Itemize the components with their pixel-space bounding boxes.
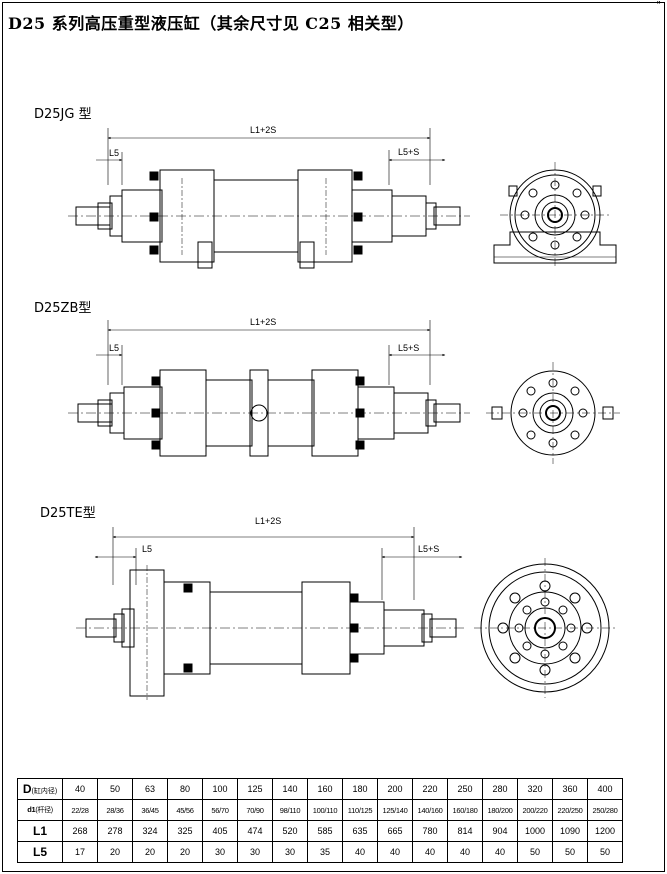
table-cell: 28/36	[97, 799, 133, 821]
te-dim-total: L1+2S	[255, 516, 281, 526]
table-cell: 40	[447, 841, 483, 863]
jg-dim-left: L5	[109, 148, 119, 158]
table-cell: 140/160	[412, 799, 448, 821]
table-cell: 405	[202, 820, 238, 842]
corner-mark: "	[656, 0, 661, 11]
table-row-d1: d1(杆径) 22/28 28/36 36/45 45/56 56/70 70/…	[17, 799, 623, 821]
table-cell: 1090	[552, 820, 588, 842]
table-cell: 100/110	[307, 799, 343, 821]
table-cell: 40	[342, 841, 378, 863]
table-cell: 30	[272, 841, 308, 863]
page-title: D25 系列高压重型液压缸（其余尺寸见 C25 相关型）	[8, 14, 414, 33]
table-cell: 278	[97, 820, 133, 842]
table-cell: 180	[342, 778, 378, 800]
table-cell: 280	[482, 778, 518, 800]
table-cell: 125	[237, 778, 273, 800]
table-cell: 814	[447, 820, 483, 842]
row-head-d1: d1	[27, 805, 36, 814]
table-cell: 50	[587, 841, 623, 863]
jg-end-view	[493, 162, 617, 268]
model-label-zb: D25ZB型	[34, 301, 92, 316]
table-cell: 20	[132, 841, 168, 863]
te-side-view	[76, 527, 466, 700]
table-cell: 360	[552, 778, 588, 800]
table-cell: 80	[167, 778, 203, 800]
row-head-d: D	[22, 782, 32, 796]
technical-drawings: L1+2S L5 L5+S	[68, 125, 620, 700]
table-cell: 40	[62, 778, 98, 800]
table-cell: 904	[482, 820, 518, 842]
table-cell: 40	[377, 841, 413, 863]
model-label-jg: D25JG 型	[34, 107, 92, 122]
table-cell: 665	[377, 820, 413, 842]
table-row-d: D(缸内径) 40 50 63 80 100 125 140 160 180 2…	[17, 778, 623, 800]
table-cell: 220/250	[552, 799, 588, 821]
jg-dim-right: L5+S	[398, 147, 419, 157]
te-dim-left: L5	[142, 544, 152, 554]
row-head-l1: L1	[32, 824, 47, 838]
table-cell: 20	[167, 841, 203, 863]
table-cell: 20	[97, 841, 133, 863]
row-head-note-d: (缸内径)	[31, 788, 58, 795]
jg-side-view	[68, 128, 470, 269]
table-cell: 200/220	[517, 799, 553, 821]
table-cell: 22/28	[62, 799, 98, 821]
table-cell: 30	[237, 841, 273, 863]
table-cell: 36/45	[132, 799, 168, 821]
row-head-note-d1: (杆径)	[35, 807, 53, 814]
table-cell: 1000	[517, 820, 553, 842]
table-cell: 324	[132, 820, 168, 842]
table-cell: 40	[412, 841, 448, 863]
table-cell: 110/125	[342, 799, 378, 821]
table-cell: 45/56	[167, 799, 203, 821]
table-cell: 635	[342, 820, 378, 842]
table-cell: 250/280	[587, 799, 623, 821]
table-cell: 400	[587, 778, 623, 800]
table-cell: 17	[62, 841, 98, 863]
table-cell: 160/180	[447, 799, 483, 821]
zb-dim-left: L5	[109, 343, 119, 353]
table-cell: 320	[517, 778, 553, 800]
table-cell: 585	[307, 820, 343, 842]
table-cell: 98/110	[272, 799, 308, 821]
table-cell: 35	[307, 841, 343, 863]
table-cell: 63	[132, 778, 168, 800]
zb-end-view	[486, 362, 620, 464]
table-cell: 40	[482, 841, 518, 863]
model-label-te: D25TE型	[40, 506, 96, 521]
row-head-l5: L5	[32, 845, 47, 859]
te-dim-right: L5+S	[418, 544, 439, 554]
zb-dim-right: L5+S	[398, 343, 419, 353]
table-cell: 140	[272, 778, 308, 800]
spec-table: D(缸内径) 40 50 63 80 100 125 140 160 180 2…	[17, 778, 623, 863]
table-row-l5: L5 17 20 20 20 30 30 30 35 40 40 40 40 4…	[17, 841, 623, 863]
jg-dim-total: L1+2S	[250, 125, 276, 135]
table-cell: 220	[412, 778, 448, 800]
te-end-view	[474, 558, 616, 698]
table-cell: 56/70	[202, 799, 238, 821]
table-cell: 50	[552, 841, 588, 863]
table-cell: 1200	[587, 820, 623, 842]
table-cell: 100	[202, 778, 238, 800]
table-cell: 125/140	[377, 799, 413, 821]
zb-dim-total: L1+2S	[250, 317, 276, 327]
table-cell: 70/90	[237, 799, 273, 821]
table-cell: 780	[412, 820, 448, 842]
table-cell: 474	[237, 820, 273, 842]
table-cell: 160	[307, 778, 343, 800]
table-row-l1: L1 268 278 324 325 405 474 520 585 635 6…	[17, 820, 623, 842]
table-cell: 325	[167, 820, 203, 842]
table-cell: 200	[377, 778, 413, 800]
table-cell: 50	[97, 778, 133, 800]
zb-side-view	[68, 320, 470, 457]
table-cell: 180/200	[482, 799, 518, 821]
table-cell: 268	[62, 820, 98, 842]
table-cell: 520	[272, 820, 308, 842]
table-cell: 250	[447, 778, 483, 800]
table-cell: 30	[202, 841, 238, 863]
table-cell: 50	[517, 841, 553, 863]
